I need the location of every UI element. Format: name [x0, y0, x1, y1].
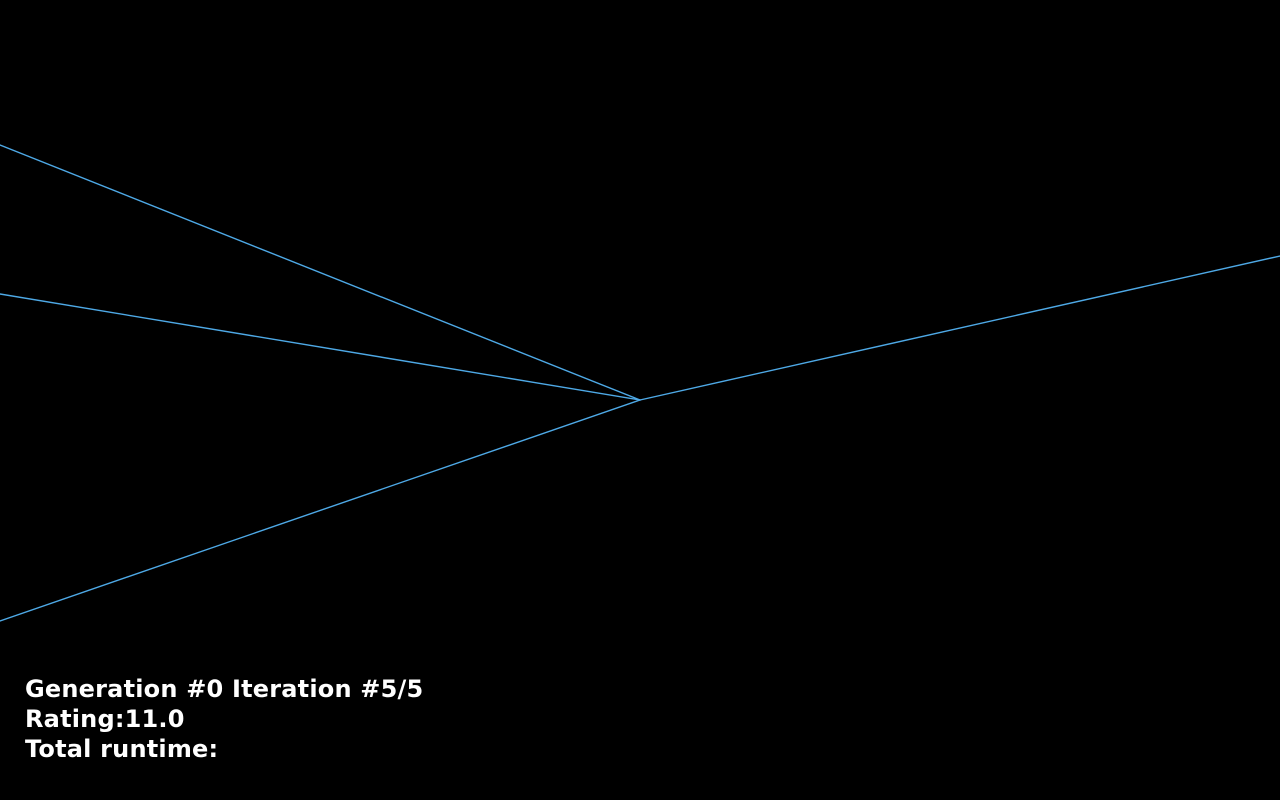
sensor-ray-left — [0, 293, 641, 401]
status-overlay: Generation #0 Iteration #5/5 Rating:11.0… — [25, 674, 423, 764]
total-runtime-text: Total runtime: — [25, 735, 219, 763]
sensor-ray-upper-left — [0, 144, 641, 401]
rating-text: Rating:11.0 — [25, 705, 185, 733]
sensor-ray-right — [639, 255, 1280, 401]
sensor-ray-lower-left — [0, 399, 641, 622]
generation-iteration-text: Generation #0 Iteration #5/5 — [25, 675, 424, 703]
